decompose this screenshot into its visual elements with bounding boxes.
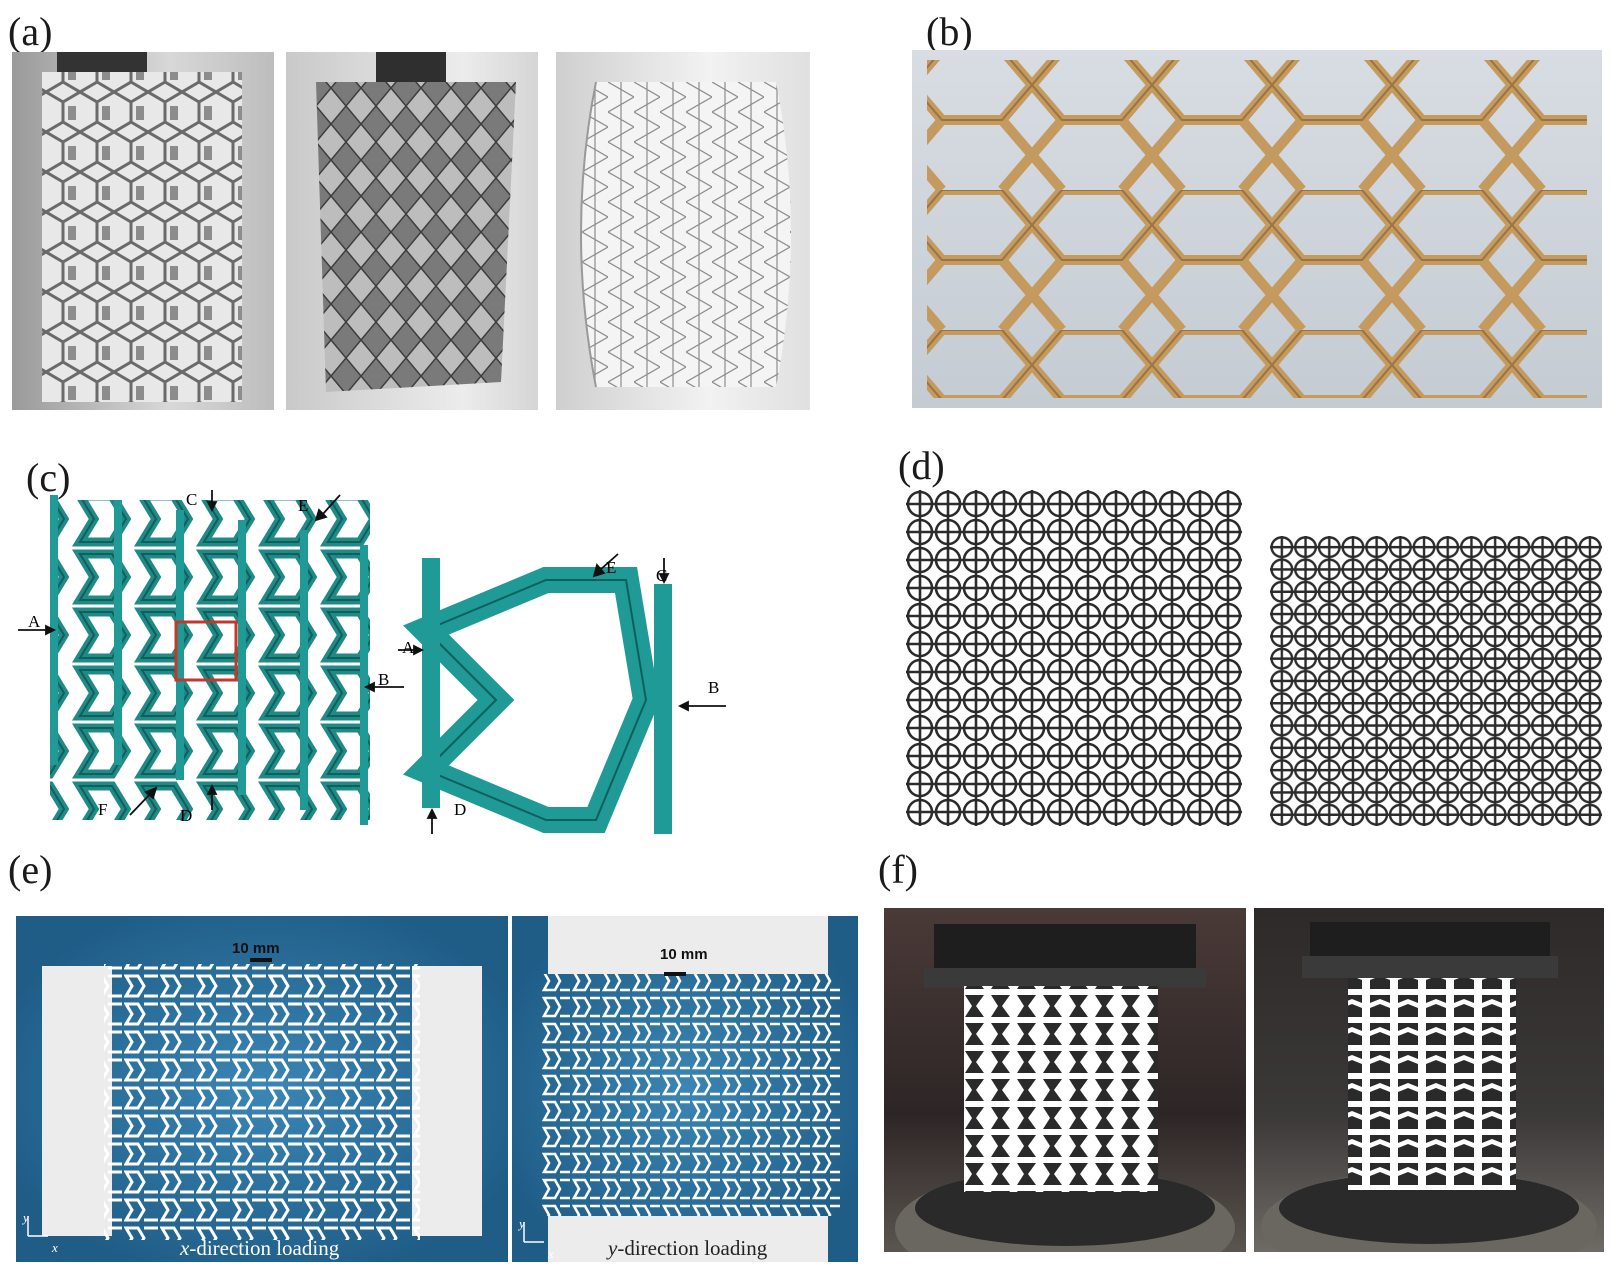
unit-cell-hexagon: [403, 567, 660, 833]
paper-honeycomb-3: [580, 81, 791, 388]
photo-e-y-loading: [512, 916, 858, 1262]
caption-x-rest: -direction loading: [189, 1236, 340, 1260]
arrow-label-e: E: [298, 496, 309, 515]
schematic-c-array: [18, 490, 404, 825]
lattice-d-square: [906, 490, 1242, 826]
caption-x-dir: x: [180, 1236, 190, 1260]
photo-a-1: [12, 52, 274, 410]
caption-y-rest: -direction loading: [617, 1236, 768, 1260]
lattice-d-rect: [1270, 536, 1602, 826]
specimen-y: [523, 916, 840, 1262]
axis-x-right: x: [548, 1246, 554, 1261]
unit-arrow-label-b: B: [708, 678, 720, 697]
panel-label-c: (c): [26, 455, 71, 500]
compression-rig-2: [1261, 922, 1597, 1252]
photo-f-test-1: [884, 908, 1246, 1252]
panel-label-a: (a): [8, 9, 53, 54]
specimen-x: [27, 958, 482, 1240]
teal-columns: [50, 495, 370, 825]
unit-arrow-label-d: D: [454, 800, 467, 819]
arrow-label-b: B: [378, 670, 390, 689]
schematic-c-unit-cell: [398, 553, 726, 834]
paper-honeycomb-2: [316, 52, 516, 392]
panel-label-b: (b): [926, 9, 973, 54]
arrow-label-f: F: [98, 800, 108, 819]
axis-y-left: y: [23, 1210, 29, 1225]
photo-a-3: [556, 52, 810, 410]
arrow-label-c: C: [186, 490, 198, 509]
unit-arrow-label-e: E: [606, 558, 617, 577]
paper-honeycomb-1: [42, 52, 242, 402]
photo-e-x-loading: [16, 916, 508, 1262]
panel-label-d: (d): [898, 443, 945, 488]
caption-y-direction-loading: y-direction loading: [608, 1236, 767, 1261]
unit-arrow-label-a: A: [402, 638, 415, 657]
photo-a-2: [286, 52, 538, 410]
panel-label-f: (f): [878, 847, 918, 892]
panel-label-e: (e): [8, 847, 53, 892]
caption-y-dir: y: [608, 1236, 618, 1260]
arrow-label-a: A: [28, 612, 41, 631]
arrow-label-d: D: [180, 806, 193, 825]
axis-y-right: y: [519, 1216, 525, 1231]
unit-arrow-label-c: C: [656, 566, 668, 585]
caption-x-direction-loading: x-direction loading: [180, 1236, 339, 1261]
axis-x-left: x: [52, 1240, 58, 1255]
scale-bar-label-y: 10 mm: [660, 946, 708, 963]
unit-cell-highlight: [174, 620, 238, 682]
photo-b-cardboard-honeycomb: [912, 50, 1602, 408]
scale-bar-label-x: 10 mm: [232, 940, 280, 957]
compression-rig-1: [895, 924, 1235, 1252]
photo-f-test-2: [1254, 908, 1604, 1252]
cardboard-honeycomb: [927, 60, 1587, 398]
